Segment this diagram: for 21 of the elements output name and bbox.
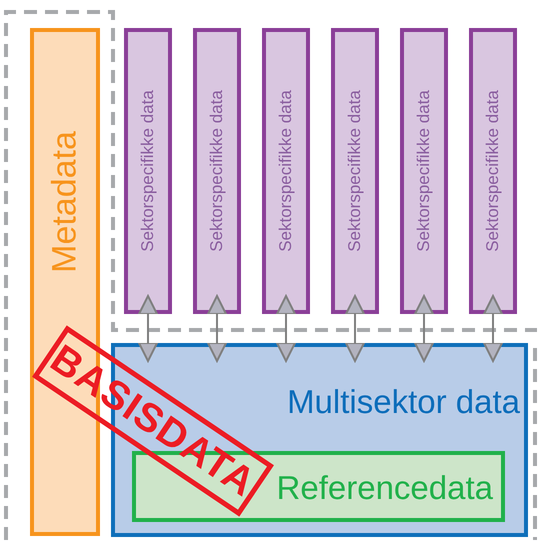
double-arrow	[138, 295, 158, 362]
box-label: Sektorspecifikke data	[345, 90, 365, 252]
sector-data-box	[262, 28, 310, 314]
double-arrow	[414, 295, 434, 362]
box-label: Sektorspecifikke data	[276, 90, 296, 252]
double-arrow	[483, 295, 503, 362]
box-label: Sektorspecifikke data	[138, 90, 158, 252]
sector-data-box	[331, 28, 379, 314]
box-label: Metadata	[46, 131, 84, 273]
sector-data-box	[469, 28, 517, 314]
box-label: Sektorspecifikke data	[414, 90, 434, 252]
box-label: Sektorspecifikke data	[483, 90, 503, 252]
box-label: Multisektor data	[287, 385, 520, 418]
double-arrow	[276, 295, 296, 362]
sector-data-box	[193, 28, 241, 314]
sector-data-box	[400, 28, 448, 314]
box-label: Referencedata	[276, 471, 493, 504]
box-label: Sektorspecifikke data	[207, 90, 227, 252]
sector-data-box	[124, 28, 172, 314]
double-arrow	[207, 295, 227, 362]
double-arrow	[345, 295, 365, 362]
